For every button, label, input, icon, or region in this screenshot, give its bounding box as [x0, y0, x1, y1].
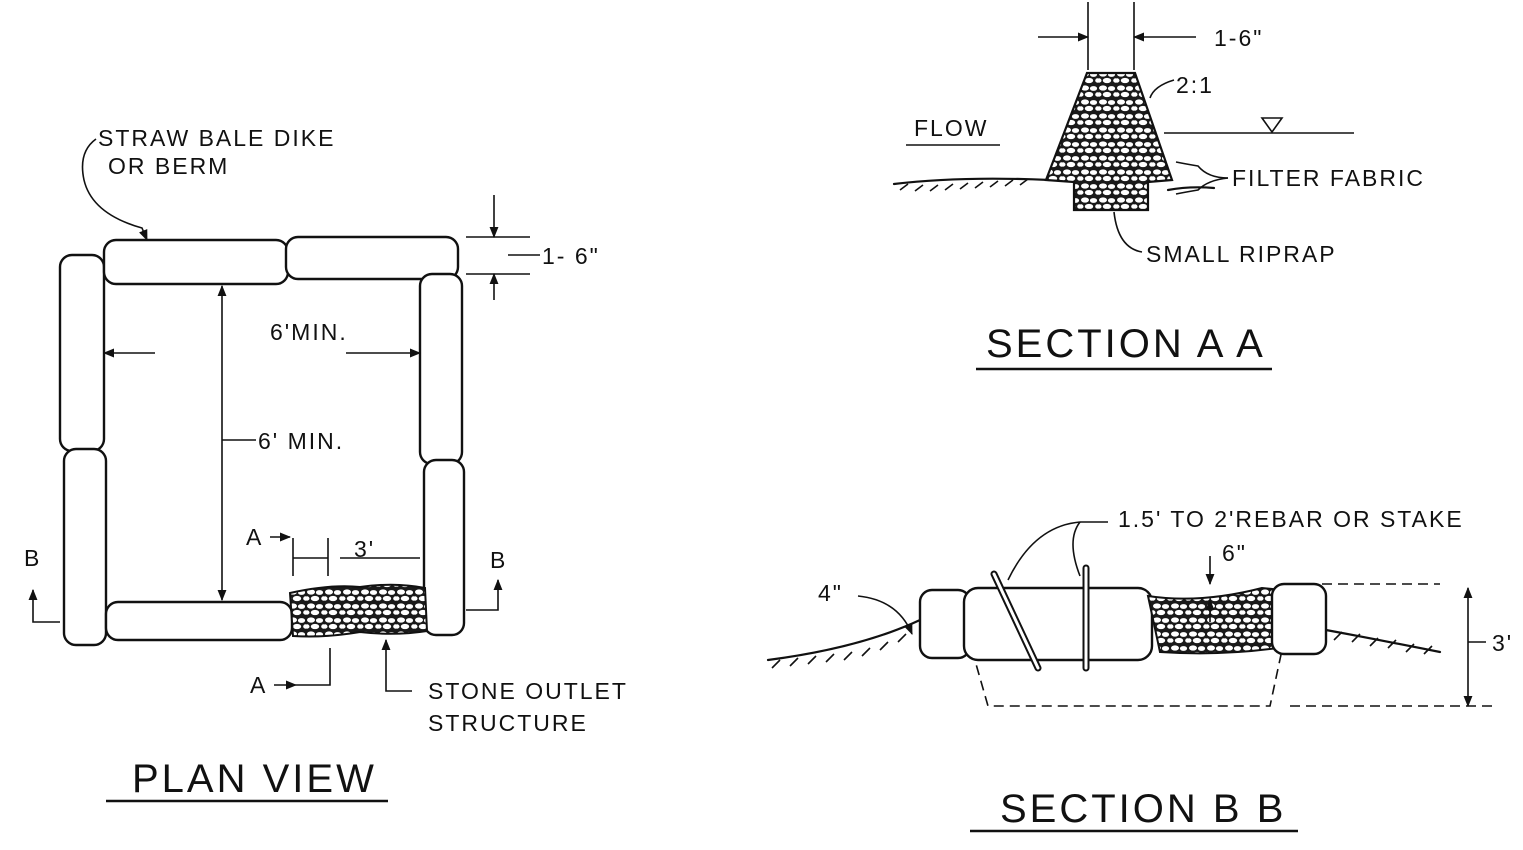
dim-4in: 4": [818, 580, 843, 606]
section-aa: 1-6" 2:1 FLOW FILTER FABRIC SMALL RIPRAP…: [892, 2, 1425, 371]
bale: [58, 253, 106, 453]
label-straw-bale-dike: STRAW BALE DIKE: [98, 125, 335, 151]
title-section-aa: SECTION A A: [986, 322, 1266, 366]
label-or-berm: OR BERM: [108, 153, 229, 179]
dim-length-6ft: 6' MIN.: [258, 428, 344, 454]
section-a-marker-bottom: A: [250, 672, 267, 698]
section-bb: 1.5' TO 2'REBAR OR STAKE 6" 4" 3' SECTIO…: [766, 506, 1513, 833]
label-stone-outlet: STONE OUTLET: [428, 678, 628, 704]
label-small-riprap: SMALL RIPRAP: [1146, 241, 1337, 267]
bale: [418, 272, 464, 466]
section-b-marker-left: B: [24, 545, 41, 571]
riprap-dike-body: [1044, 71, 1174, 212]
dim-3ft: 3': [1492, 630, 1513, 656]
plan-view: STRAW BALE DIKE OR BERM 1- 6" 6'MIN. 6' …: [24, 125, 628, 803]
title-section-bb: SECTION B B: [1000, 787, 1286, 831]
bale: [918, 588, 972, 660]
bale: [962, 586, 1154, 662]
stone-outlet-structure: [288, 583, 429, 638]
section-b-marker-right: B: [490, 547, 507, 573]
slope-ratio: 2:1: [1176, 72, 1214, 98]
dim-outlet-3ft: 3': [354, 536, 375, 562]
label-rebar-stake: 1.5' TO 2'REBAR OR STAKE: [1118, 506, 1464, 532]
bale: [62, 447, 108, 647]
stone-outlet-section: [1146, 586, 1284, 655]
section-a-marker-top: A: [246, 524, 263, 550]
bale: [422, 458, 466, 637]
bale: [102, 238, 290, 286]
label-filter-fabric: FILTER FABRIC: [1232, 165, 1425, 191]
label-flow: FLOW: [914, 115, 988, 141]
dim-6in: 6": [1222, 540, 1247, 566]
dim-width-6ft: 6'MIN.: [270, 319, 348, 345]
dim-top-width: 1-6": [1214, 25, 1263, 51]
bale: [104, 600, 294, 642]
bale: [284, 235, 460, 281]
title-plan-view: PLAN VIEW: [132, 757, 377, 801]
bale: [1270, 582, 1328, 656]
dim-bale-width: 1- 6": [542, 243, 600, 269]
label-structure: STRUCTURE: [428, 710, 588, 736]
